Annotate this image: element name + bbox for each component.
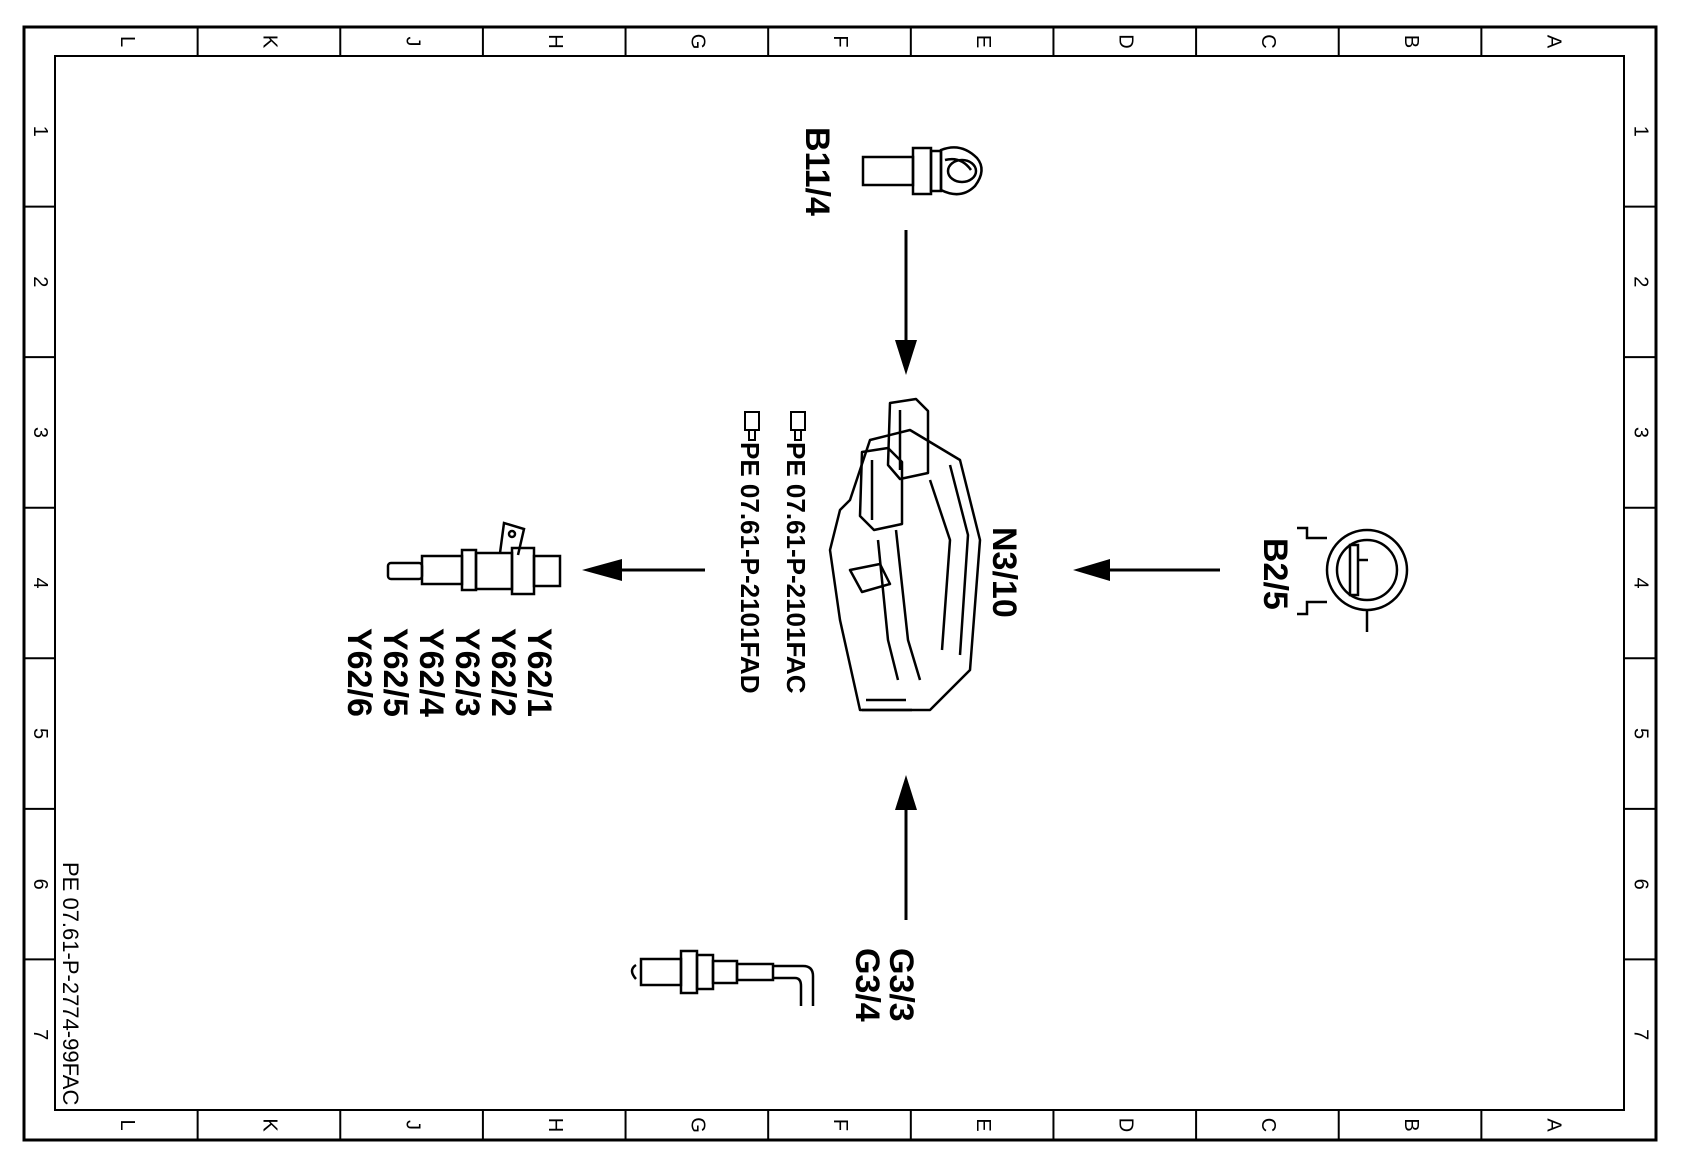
row-label-left: 6: [29, 879, 51, 890]
row-label-right: 3: [1630, 427, 1652, 438]
row-label-left: 7: [29, 1029, 51, 1040]
row-label-right: 2: [1630, 276, 1652, 287]
column-label-top: J: [401, 37, 423, 47]
injector-label-1: Y62/1: [520, 628, 558, 717]
injector-label-4: Y62/4: [412, 628, 450, 717]
injector-label-5: Y62/5: [376, 628, 414, 717]
reference-text-2: PE 07.61-P-2101FAD: [735, 442, 765, 693]
column-label-bottom: K: [259, 1118, 281, 1132]
frame-ticks: [24, 27, 1656, 1140]
column-label-top: K: [259, 35, 281, 49]
control-unit-icon: [828, 397, 982, 712]
inner-frame: [54, 55, 1625, 1111]
row-label-right: 4: [1630, 577, 1652, 588]
column-label-bottom: H: [544, 1118, 566, 1132]
arrow-left: [582, 559, 705, 581]
column-label-bottom: L: [116, 1119, 138, 1130]
row-label-right: 5: [1630, 728, 1652, 739]
reference-text-1: PE 07.61-P-2101FAC: [781, 442, 811, 694]
column-label-bottom: B: [1400, 1118, 1422, 1131]
oxygen-sensor-label-2: G3/4: [848, 948, 886, 1022]
injector-label-6: Y62/6: [340, 628, 378, 717]
column-label-bottom: C: [1257, 1118, 1279, 1132]
column-label-top: L: [116, 36, 138, 47]
column-label-top: C: [1257, 34, 1279, 48]
column-label-top: E: [972, 35, 994, 48]
fuel-injector-icon: [386, 521, 562, 596]
arrow-right: [1073, 559, 1220, 581]
control-unit-label: N3/10: [985, 527, 1023, 618]
row-label-right: 1: [1630, 126, 1652, 137]
reference-1: PE 07.61-P-2101FAC: [781, 411, 811, 694]
column-label-top: F: [829, 35, 851, 47]
arrow-top: [895, 230, 917, 375]
column-label-top: H: [544, 34, 566, 48]
column-label-bottom: A: [1542, 1118, 1564, 1132]
row-label-right: 7: [1630, 1029, 1652, 1040]
column-label-bottom: D: [1114, 1118, 1136, 1132]
hand-pointer-icon: [744, 411, 760, 441]
sensor-top-label: B11/4: [798, 127, 836, 216]
row-label-left: 1: [29, 126, 51, 137]
outer-frame: [22, 25, 1658, 1142]
reference-2: PE 07.61-P-2101FAD: [735, 411, 765, 693]
arrow-bottom: [895, 775, 917, 920]
injector-label-2: Y62/2: [484, 628, 522, 717]
sensor-right-label: B2/5: [1256, 538, 1294, 610]
injector-labels: Y62/1 Y62/2 Y62/3 Y62/4 Y62/5 Y62/6: [340, 628, 558, 717]
document-id: PE 07.61-P-2774-99FAC: [58, 862, 83, 1105]
hall-sensor-icon: [1297, 526, 1409, 632]
column-label-top: A: [1542, 35, 1564, 49]
row-label-left: 5: [29, 728, 51, 739]
oxygen-sensor-icon: [630, 949, 815, 1006]
row-label-left: 3: [29, 427, 51, 438]
row-label-left: 4: [29, 577, 51, 588]
column-label-top: D: [1114, 34, 1136, 48]
column-label-top: G: [687, 34, 709, 50]
frame-labels: L L K K J J H H G G F F E E D D C C B B A A 1 1 2 2 3 3 4 4 5 5 6 6 7 7: [29, 34, 1652, 1133]
hand-pointer-icon: [790, 411, 806, 441]
injector-label-3: Y62/3: [448, 628, 486, 717]
column-label-bottom: J: [401, 1120, 423, 1130]
row-label-right: 6: [1630, 879, 1652, 890]
column-label-top: B: [1400, 35, 1422, 48]
row-label-left: 2: [29, 276, 51, 287]
column-label-bottom: F: [829, 1119, 851, 1131]
oxygen-sensor-label-1: G3/3: [882, 948, 920, 1022]
reference-notes: PE 07.61-P-2101FAC PE 07.61-P-2101FAD: [735, 411, 811, 694]
column-label-bottom: E: [972, 1118, 994, 1131]
column-label-bottom: G: [687, 1117, 709, 1133]
temperature-sensor-icon: [861, 146, 983, 196]
